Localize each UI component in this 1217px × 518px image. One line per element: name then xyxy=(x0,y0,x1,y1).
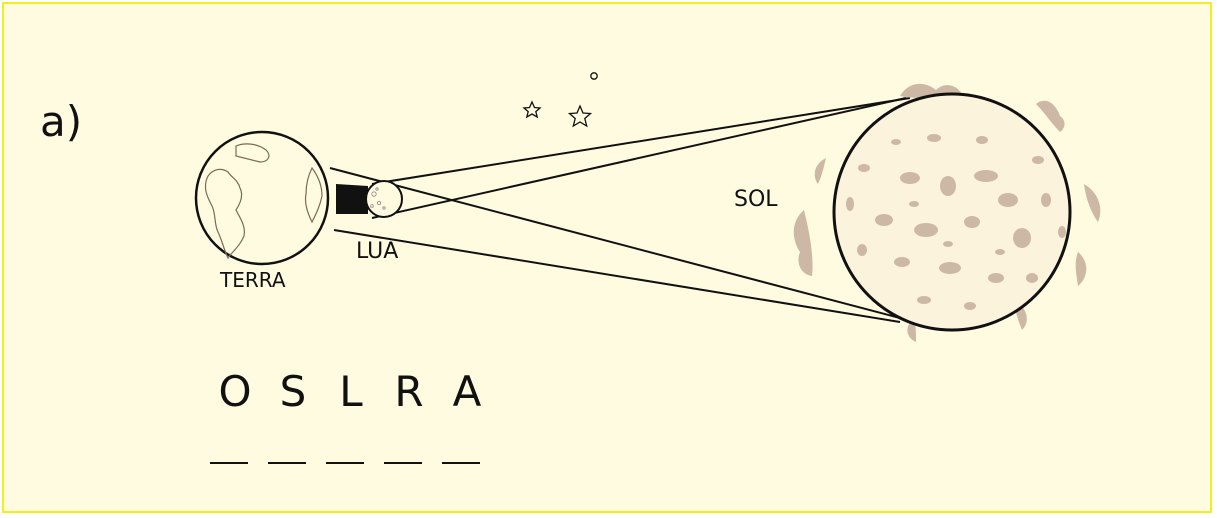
sun xyxy=(834,94,1070,330)
scrambled-letter: R xyxy=(380,366,438,418)
stars xyxy=(524,73,597,126)
planet-icon xyxy=(591,73,597,79)
light-rays xyxy=(330,98,910,322)
scrambled-letter: L xyxy=(322,366,380,418)
answer-blank[interactable] xyxy=(268,462,306,464)
sun-label: SOL xyxy=(734,186,778,214)
ray-bottom-inner xyxy=(372,98,906,218)
answer-blank[interactable] xyxy=(384,462,422,464)
earth xyxy=(196,132,328,264)
answer-blanks[interactable] xyxy=(210,462,480,464)
star-icon xyxy=(570,106,591,126)
moon xyxy=(366,181,402,217)
answer-blank[interactable] xyxy=(442,462,480,464)
umbra-shadow xyxy=(336,184,368,214)
answer-blank[interactable] xyxy=(210,462,248,464)
scrambled-letter: O xyxy=(206,366,264,418)
moon-label: LUA xyxy=(356,238,398,266)
scrambled-letters: O S L R A xyxy=(206,366,496,418)
item-label: a) xyxy=(40,98,82,146)
star-icon xyxy=(524,102,540,117)
scrambled-letter: S xyxy=(264,366,322,418)
ray-top-inner xyxy=(372,98,910,184)
answer-blank[interactable] xyxy=(326,462,364,464)
earth-label: TERRA xyxy=(220,267,286,293)
scrambled-letter: A xyxy=(438,366,496,418)
